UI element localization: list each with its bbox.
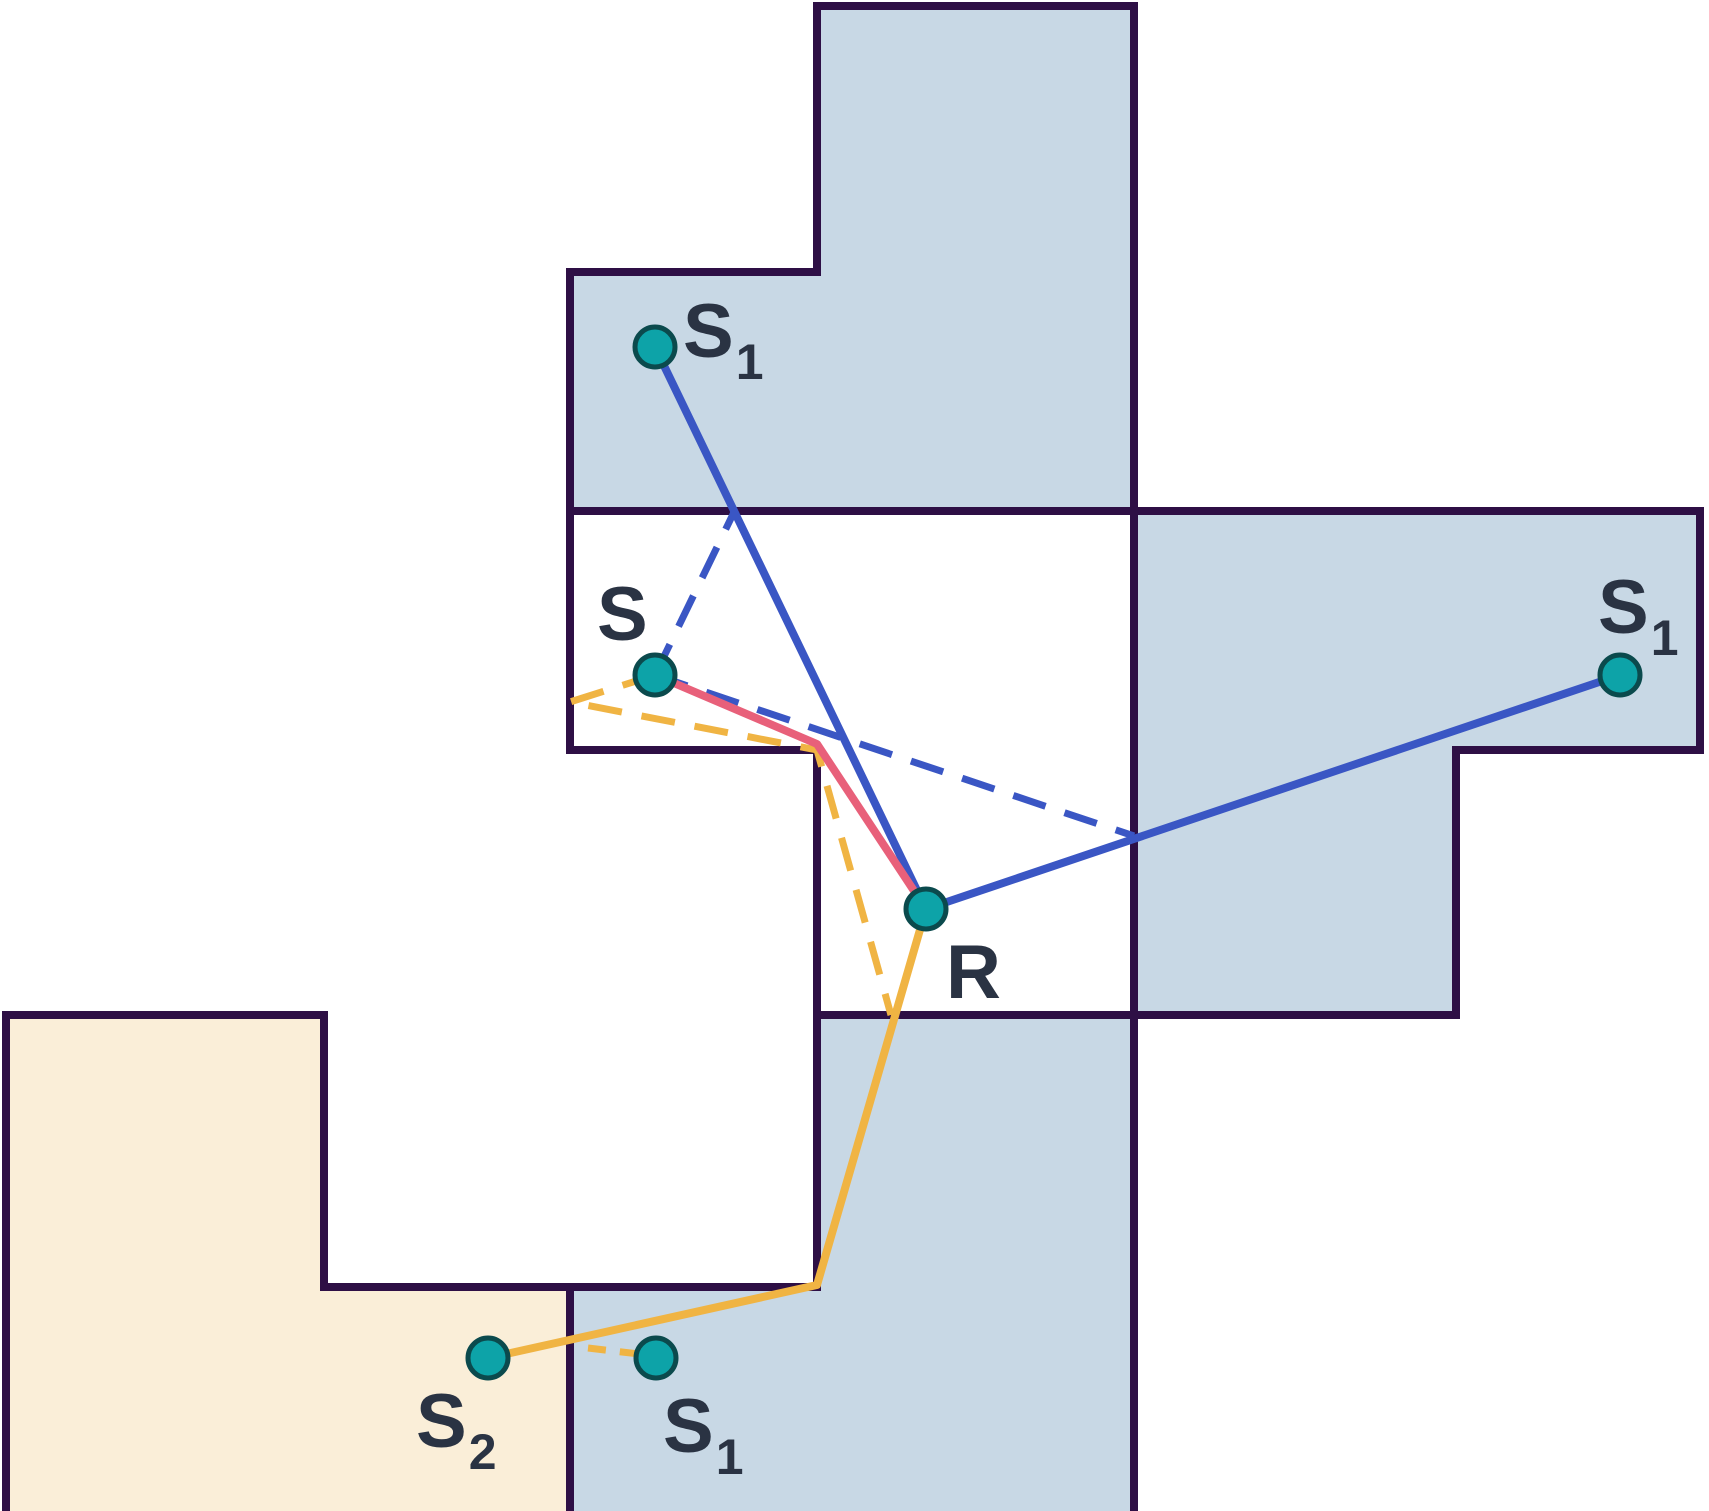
reflection-path-top-dashed xyxy=(651,508,739,677)
source-point xyxy=(632,652,678,698)
image-path-right xyxy=(922,671,1624,913)
reflection-path-right-dashed xyxy=(653,671,1136,840)
direct-path xyxy=(651,671,930,913)
image-path-top xyxy=(651,343,930,913)
source-image-top-point xyxy=(632,324,678,370)
label-s2: S2 xyxy=(416,1379,497,1480)
label-r: R xyxy=(946,930,1001,1015)
source-image-right-point xyxy=(1597,652,1643,698)
label-s1-right: S1 xyxy=(1598,565,1679,666)
label-s1-bottom: S1 xyxy=(663,1384,744,1485)
label-s-center: S xyxy=(597,572,648,657)
mirror-room-top xyxy=(566,2,1138,515)
source-image-second-order-point xyxy=(465,1335,511,1381)
image-path-second-order xyxy=(484,905,930,1362)
label-s1-top: S1 xyxy=(683,289,764,390)
reflection-path-bottom-short-dashed xyxy=(587,1344,657,1360)
receiver-point xyxy=(903,886,949,932)
mirror-room-bottom xyxy=(566,1011,1138,1511)
source-image-bottom-point xyxy=(633,1335,679,1381)
